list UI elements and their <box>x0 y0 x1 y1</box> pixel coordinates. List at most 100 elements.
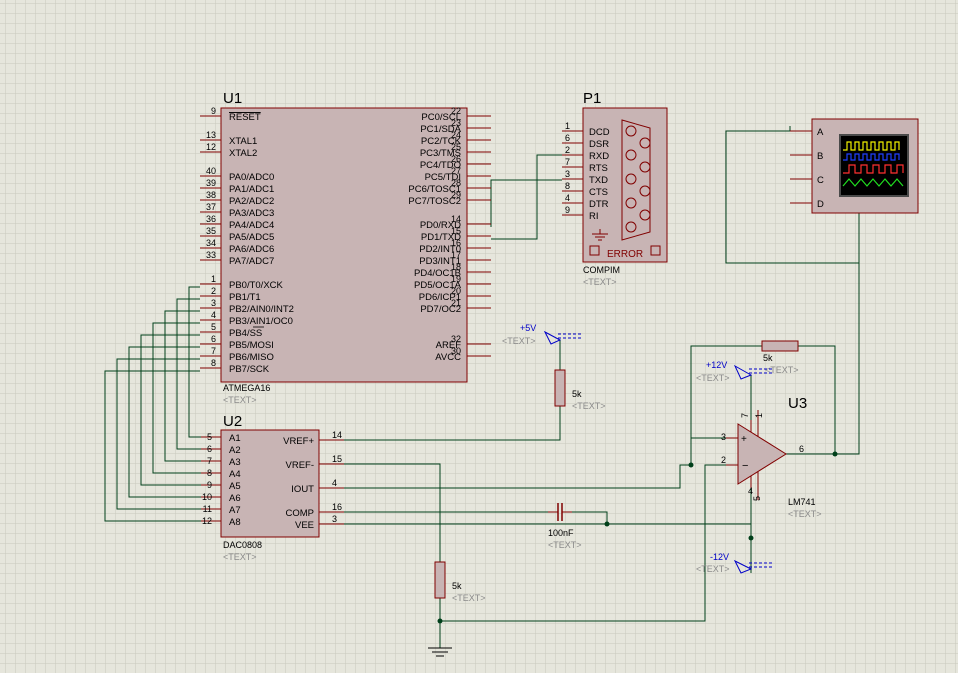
u1-pin-number: 1 <box>211 274 216 284</box>
power-terminal-12v[interactable]: +12V <TEXT> <box>696 360 773 383</box>
u2-value-label: DAC0808 <box>223 540 262 550</box>
u2-pin-label: VEE <box>295 520 314 531</box>
scope-channel-b[interactable]: B <box>790 151 823 162</box>
u1-pin-label: PA5/ADC5 <box>229 232 274 243</box>
scope-channel-d[interactable]: D <box>790 199 824 210</box>
u1-pin-label: PB0/T0/XCK <box>229 280 284 291</box>
u3-lm741[interactable]: + − U3 LM741 <TEXT> 3 2 6 7 1 4 5 <box>721 395 822 519</box>
resistor-feedback[interactable]: 5k <TEXT> <box>761 340 799 375</box>
capacitor-value: 100nF <box>548 528 574 538</box>
u1-pin-label: XTAL1 <box>229 136 257 147</box>
power-terminal-neg12v[interactable]: -12V <TEXT> <box>696 552 773 574</box>
scope-channel-a[interactable]: A <box>790 127 824 138</box>
resistor-ground[interactable]: 5k <TEXT> <box>434 561 486 603</box>
power-terminal-5v[interactable]: +5V <TEXT> <box>502 323 582 346</box>
scope-channel-label: D <box>817 199 824 210</box>
p1-pin-number: 2 <box>565 145 570 155</box>
u1-pin-number: 29 <box>451 190 461 200</box>
u2-pin-label: A3 <box>229 457 241 468</box>
p1-pin-number: 7 <box>565 157 570 167</box>
u2-pin-7[interactable]: 7 A3 <box>201 456 241 468</box>
u3-pin-vminus: 4 <box>748 486 753 496</box>
u1-pin-number: 21 <box>451 298 461 308</box>
u1-pin-label: AVCC <box>435 352 461 363</box>
p1-value-label: COMPIM <box>583 265 620 275</box>
resistor-vref[interactable]: 5k <TEXT> <box>554 369 606 411</box>
u2-pin-number: 7 <box>207 456 212 466</box>
p1-pin-9[interactable]: 9RI <box>562 205 599 222</box>
scope-channel-c[interactable]: C <box>790 175 824 186</box>
error-led-left <box>589 245 600 256</box>
oscilloscope[interactable]: A B C D <box>790 118 919 214</box>
u2-pin-number: 10 <box>202 492 212 502</box>
u1-atmega16[interactable]: U1 ATMEGA16 <TEXT> 9RESET13XTAL112XTAL24… <box>200 90 491 405</box>
u2-ref-label: U2 <box>223 413 242 430</box>
capacitor-100nf[interactable]: 100nF <TEXT> <box>548 503 582 550</box>
db9-pin-circles <box>625 125 651 233</box>
resistor-ground-value: 5k <box>452 581 462 591</box>
u2-text-placeholder: <TEXT> <box>223 552 257 562</box>
p1-compim[interactable]: P1 COMPIM <TEXT> 1DCD6DSR2RXD7RTS3TXD8CT… <box>562 90 668 287</box>
u2-pin-number: 6 <box>207 444 212 454</box>
u2-pin-number: 14 <box>332 430 342 440</box>
